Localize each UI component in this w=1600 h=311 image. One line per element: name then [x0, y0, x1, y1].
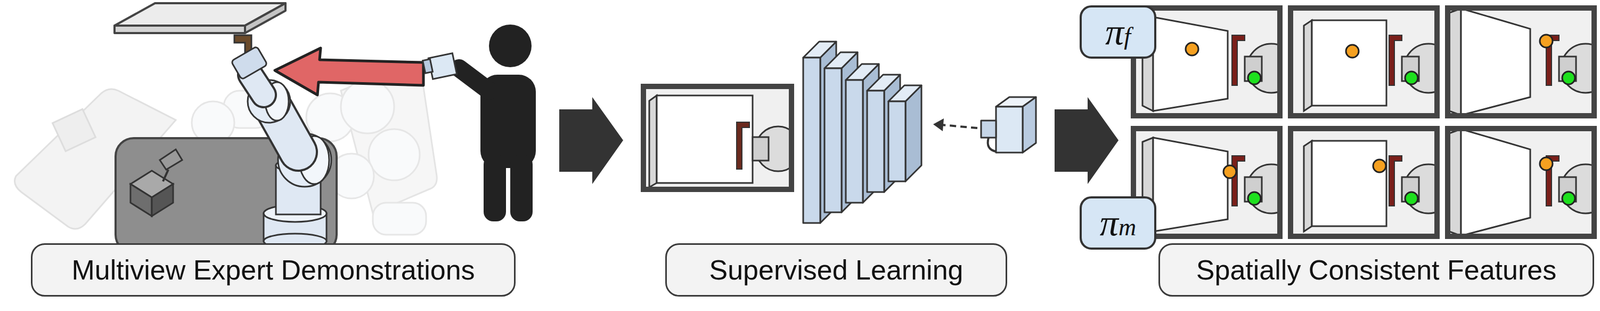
caption-text: Spatially Consistent Features — [1196, 253, 1557, 286]
policy-label: πm — [1079, 196, 1157, 250]
policy-symbol: πm — [1099, 201, 1137, 244]
caption-text: Supervised Learning — [709, 253, 964, 286]
caption-text: Multiview Expert Demonstrations — [71, 253, 475, 286]
stage-caption: Supervised Learning — [665, 242, 1008, 297]
person — [459, 24, 536, 222]
policy-label: πf — [1079, 5, 1157, 59]
stage-caption: Spatially Consistent Features — [1158, 242, 1595, 297]
cnn-layers — [803, 41, 922, 223]
stage-caption: Multiview Expert Demonstrations — [30, 242, 516, 297]
policy-symbol: πf — [1105, 10, 1131, 54]
